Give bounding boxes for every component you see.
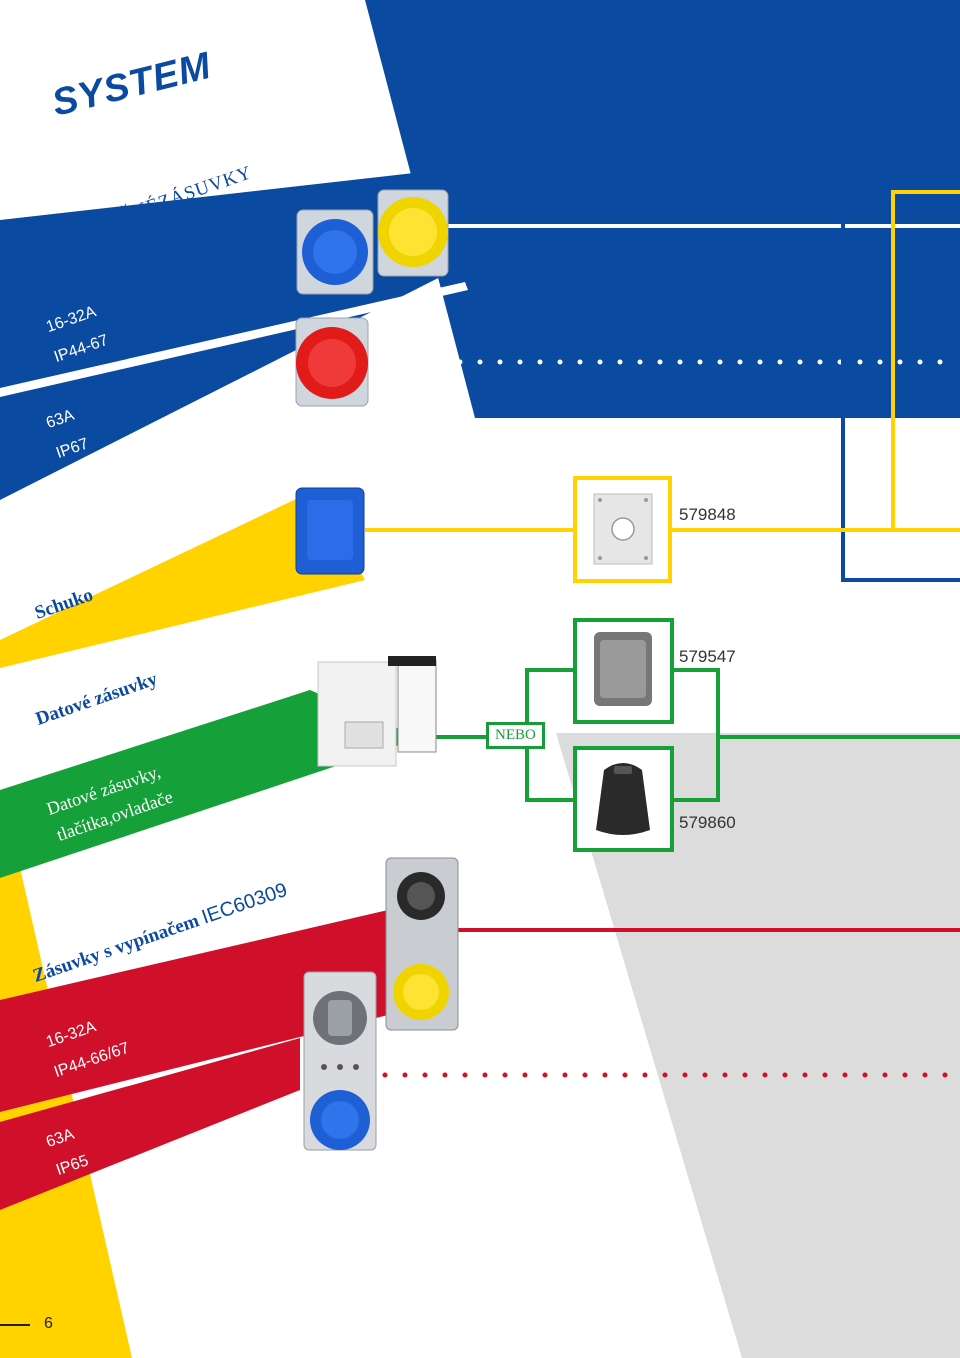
blue-schuko-socket bbox=[295, 487, 365, 575]
code-579860: 579860 bbox=[679, 813, 736, 832]
data-socket bbox=[317, 656, 437, 767]
red-dotted-line bbox=[382, 1072, 948, 1078]
page-number: 6 bbox=[44, 1315, 53, 1332]
blue-panel bbox=[365, 0, 960, 418]
blue-dotted-line bbox=[377, 359, 943, 365]
yellow-iec-socket bbox=[377, 189, 449, 277]
band-separator bbox=[0, 282, 468, 397]
red-iec-socket bbox=[295, 317, 369, 407]
code-579848: 579848 bbox=[679, 505, 736, 524]
nebo-label: NEBO bbox=[486, 722, 545, 749]
blue-frame bbox=[841, 162, 960, 582]
code-579547: 579547 bbox=[679, 647, 736, 666]
yellow-band bbox=[0, 490, 365, 668]
green-band bbox=[0, 690, 420, 878]
switched-socket-steel bbox=[385, 857, 459, 1031]
yellow-frame bbox=[891, 190, 960, 530]
dome-device bbox=[596, 763, 650, 835]
blue-iec-socket bbox=[296, 209, 374, 295]
grey-panel bbox=[556, 733, 960, 1358]
switched-socket-grey bbox=[303, 971, 377, 1151]
red-band bbox=[0, 910, 388, 1112]
